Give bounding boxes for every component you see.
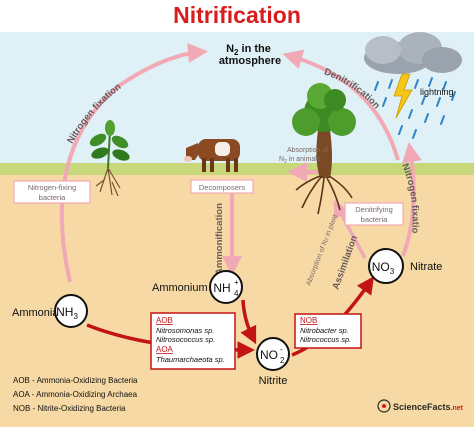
svg-text:Thaumarchaeota sp.: Thaumarchaeota sp. [156, 355, 225, 364]
assimilation-arrow [333, 199, 367, 259]
svg-text:Nitrosococcus sp.: Nitrosococcus sp. [156, 335, 215, 344]
svg-text:NOB: NOB [300, 316, 317, 325]
svg-text:Absorption of: Absorption of [287, 147, 328, 154]
compound-ammonium: Ammonium NH 4 + [152, 270, 243, 304]
svg-text:4: 4 [234, 289, 239, 298]
svg-text:Nitrite: Nitrite [259, 375, 288, 387]
page-title: Nitrification [173, 2, 301, 28]
tree-icon [292, 83, 356, 215]
svg-text:-: - [280, 345, 283, 354]
compound-nitrate: NO3 Nitrate [368, 248, 442, 284]
svg-text:AOA: AOA [156, 345, 174, 354]
fixation-right-arrow [401, 142, 422, 257]
box-denitrifying-bacteria: Denitrifying bacteria [344, 202, 404, 226]
svg-text:NH: NH [213, 281, 230, 295]
abbreviation-legend: AOB - Ammonia-Oxidizing Bacteria AOA - A… [13, 376, 138, 413]
note-absorption-animals: Absorption of N2 in animals [279, 147, 328, 165]
compound-ammonia: Ammonia NH3 [12, 294, 88, 328]
lightning-icon [393, 73, 413, 119]
plant-icon [89, 120, 130, 197]
label-ammonification: Ammonification [214, 203, 225, 275]
svg-text:2: 2 [280, 356, 285, 365]
nob-box: NOB Nitrobacter sp. Nitrococcus sp. [294, 313, 362, 349]
svg-text:bacteria: bacteria [39, 193, 67, 202]
svg-text:Ammonium: Ammonium [152, 282, 208, 294]
pink-cycle-arrows [59, 43, 422, 283]
lightning-label: lightning [420, 87, 454, 97]
svg-text:Nitrosomonas sp.: Nitrosomonas sp. [156, 326, 214, 335]
svg-text:bacteria: bacteria [361, 215, 389, 224]
svg-text:+: + [234, 278, 239, 287]
cloud-icon [364, 32, 462, 74]
denitrification-arrow [282, 49, 400, 161]
svg-text:NOB - Nitrite-Oxidizing Bacter: NOB - Nitrite-Oxidizing Bacteria [13, 404, 126, 413]
svg-text:Denitrifying: Denitrifying [355, 205, 393, 214]
svg-text:NO3: NO3 [372, 260, 395, 276]
svg-text:ScienceFacts.net: ScienceFacts.net [393, 402, 464, 412]
svg-text:Decomposers: Decomposers [199, 183, 246, 192]
fixation-left-arrow [59, 43, 208, 283]
svg-text:Nitrogen-fixing: Nitrogen-fixing [28, 183, 76, 192]
svg-text:N2 in animals: N2 in animals [279, 156, 321, 165]
box-nitrogen-fixing-bacteria: Nitrogen-fixing bacteria [13, 180, 91, 204]
svg-text:AOB - Ammonia-Oxidizing Bacter: AOB - Ammonia-Oxidizing Bacteria [13, 376, 138, 385]
title-band [0, 0, 474, 32]
svg-text:NO: NO [260, 348, 278, 362]
cow-icon [184, 139, 240, 172]
atmosphere-label: N2 in the atmosphere [219, 43, 281, 67]
svg-text:Nitrate: Nitrate [410, 261, 442, 273]
svg-text:AOB: AOB [156, 316, 173, 325]
svg-text:Nitrobacter sp.: Nitrobacter sp. [300, 326, 349, 335]
svg-text:NH3: NH3 [56, 305, 78, 321]
box-decomposers: Decomposers [190, 179, 254, 194]
svg-text:Nitrococcus sp.: Nitrococcus sp. [300, 335, 351, 344]
svg-text:AOA - Ammonia-Oxidizing Archae: AOA - Ammonia-Oxidizing Archaea [13, 390, 138, 399]
compound-nitrite: NO 2 - Nitrite [256, 337, 290, 387]
ammonium-to-nitrite-arrow [240, 299, 257, 345]
rain-icon [374, 77, 456, 139]
aob-aoa-box: AOB Nitrosomonas sp. Nitrosococcus sp. A… [150, 312, 236, 370]
svg-text:Ammonia: Ammonia [12, 307, 59, 319]
sciencefacts-logo: ScienceFacts.net [377, 399, 464, 413]
